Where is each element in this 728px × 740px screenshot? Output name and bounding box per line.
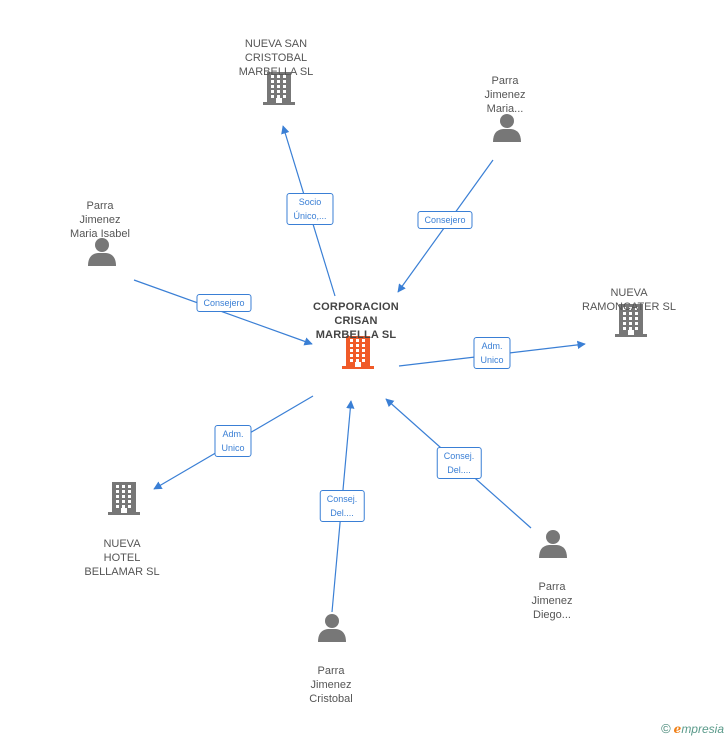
edge-label[interactable]: Consejero bbox=[417, 211, 473, 229]
person-icon bbox=[88, 238, 116, 266]
node-label-nueva-ramoncater[interactable]: NUEVA RAMONCATER SL bbox=[582, 287, 676, 313]
node-center[interactable] bbox=[342, 334, 374, 375]
node-label-parra-cristobal[interactable]: Parra Jimenez Cristobal bbox=[309, 665, 353, 705]
building-icon bbox=[263, 72, 295, 105]
node-label-parra-diego[interactable]: Parra Jimenez Diego... bbox=[531, 581, 573, 621]
node-parra-maria-isabel[interactable] bbox=[87, 237, 117, 272]
node-nueva-san-cristobal[interactable] bbox=[263, 70, 295, 111]
empresia-logo: ©empresia bbox=[661, 721, 724, 736]
brand-initial: e bbox=[673, 722, 682, 736]
edge-label[interactable]: Consej. Del.... bbox=[319, 490, 365, 522]
node-nueva-ramoncater[interactable] bbox=[615, 302, 647, 343]
node-parra-diego[interactable] bbox=[538, 529, 568, 564]
copyright-symbol: © bbox=[661, 721, 671, 736]
node-label-center[interactable]: CORPORACION CRISAN MARBELLA SL bbox=[313, 301, 399, 341]
edge-label[interactable]: Consej. Del.... bbox=[436, 447, 482, 479]
node-parra-cristobal[interactable] bbox=[317, 613, 347, 648]
building-icon bbox=[342, 336, 374, 369]
brand-name: mpresia bbox=[681, 722, 724, 736]
node-label-parra-maria-top[interactable]: Parra Jimenez Maria... bbox=[484, 75, 526, 115]
edge-parra-maria-isabel-to-center bbox=[133, 279, 313, 346]
node-label-nueva-hotel-bellamar[interactable]: NUEVA HOTEL BELLAMAR SL bbox=[84, 538, 160, 578]
node-label-parra-maria-isabel[interactable]: Parra Jimenez Maria Isabel bbox=[70, 200, 130, 240]
node-nueva-hotel-bellamar[interactable] bbox=[108, 480, 140, 521]
edge-label[interactable]: Adm. Unico bbox=[473, 337, 511, 369]
edge-label[interactable]: Socio Único,... bbox=[286, 193, 334, 225]
building-icon bbox=[108, 482, 140, 515]
edge-label[interactable]: Adm. Unico bbox=[214, 425, 252, 457]
node-label-nueva-san-cristobal[interactable]: NUEVA SAN CRISTOBAL MARBELLA SL bbox=[238, 38, 314, 78]
edge-label[interactable]: Consejero bbox=[196, 294, 252, 312]
person-icon bbox=[493, 114, 521, 142]
person-icon bbox=[318, 614, 346, 642]
building-icon bbox=[615, 304, 647, 337]
node-parra-maria-top[interactable] bbox=[492, 113, 522, 148]
person-icon bbox=[539, 530, 567, 558]
